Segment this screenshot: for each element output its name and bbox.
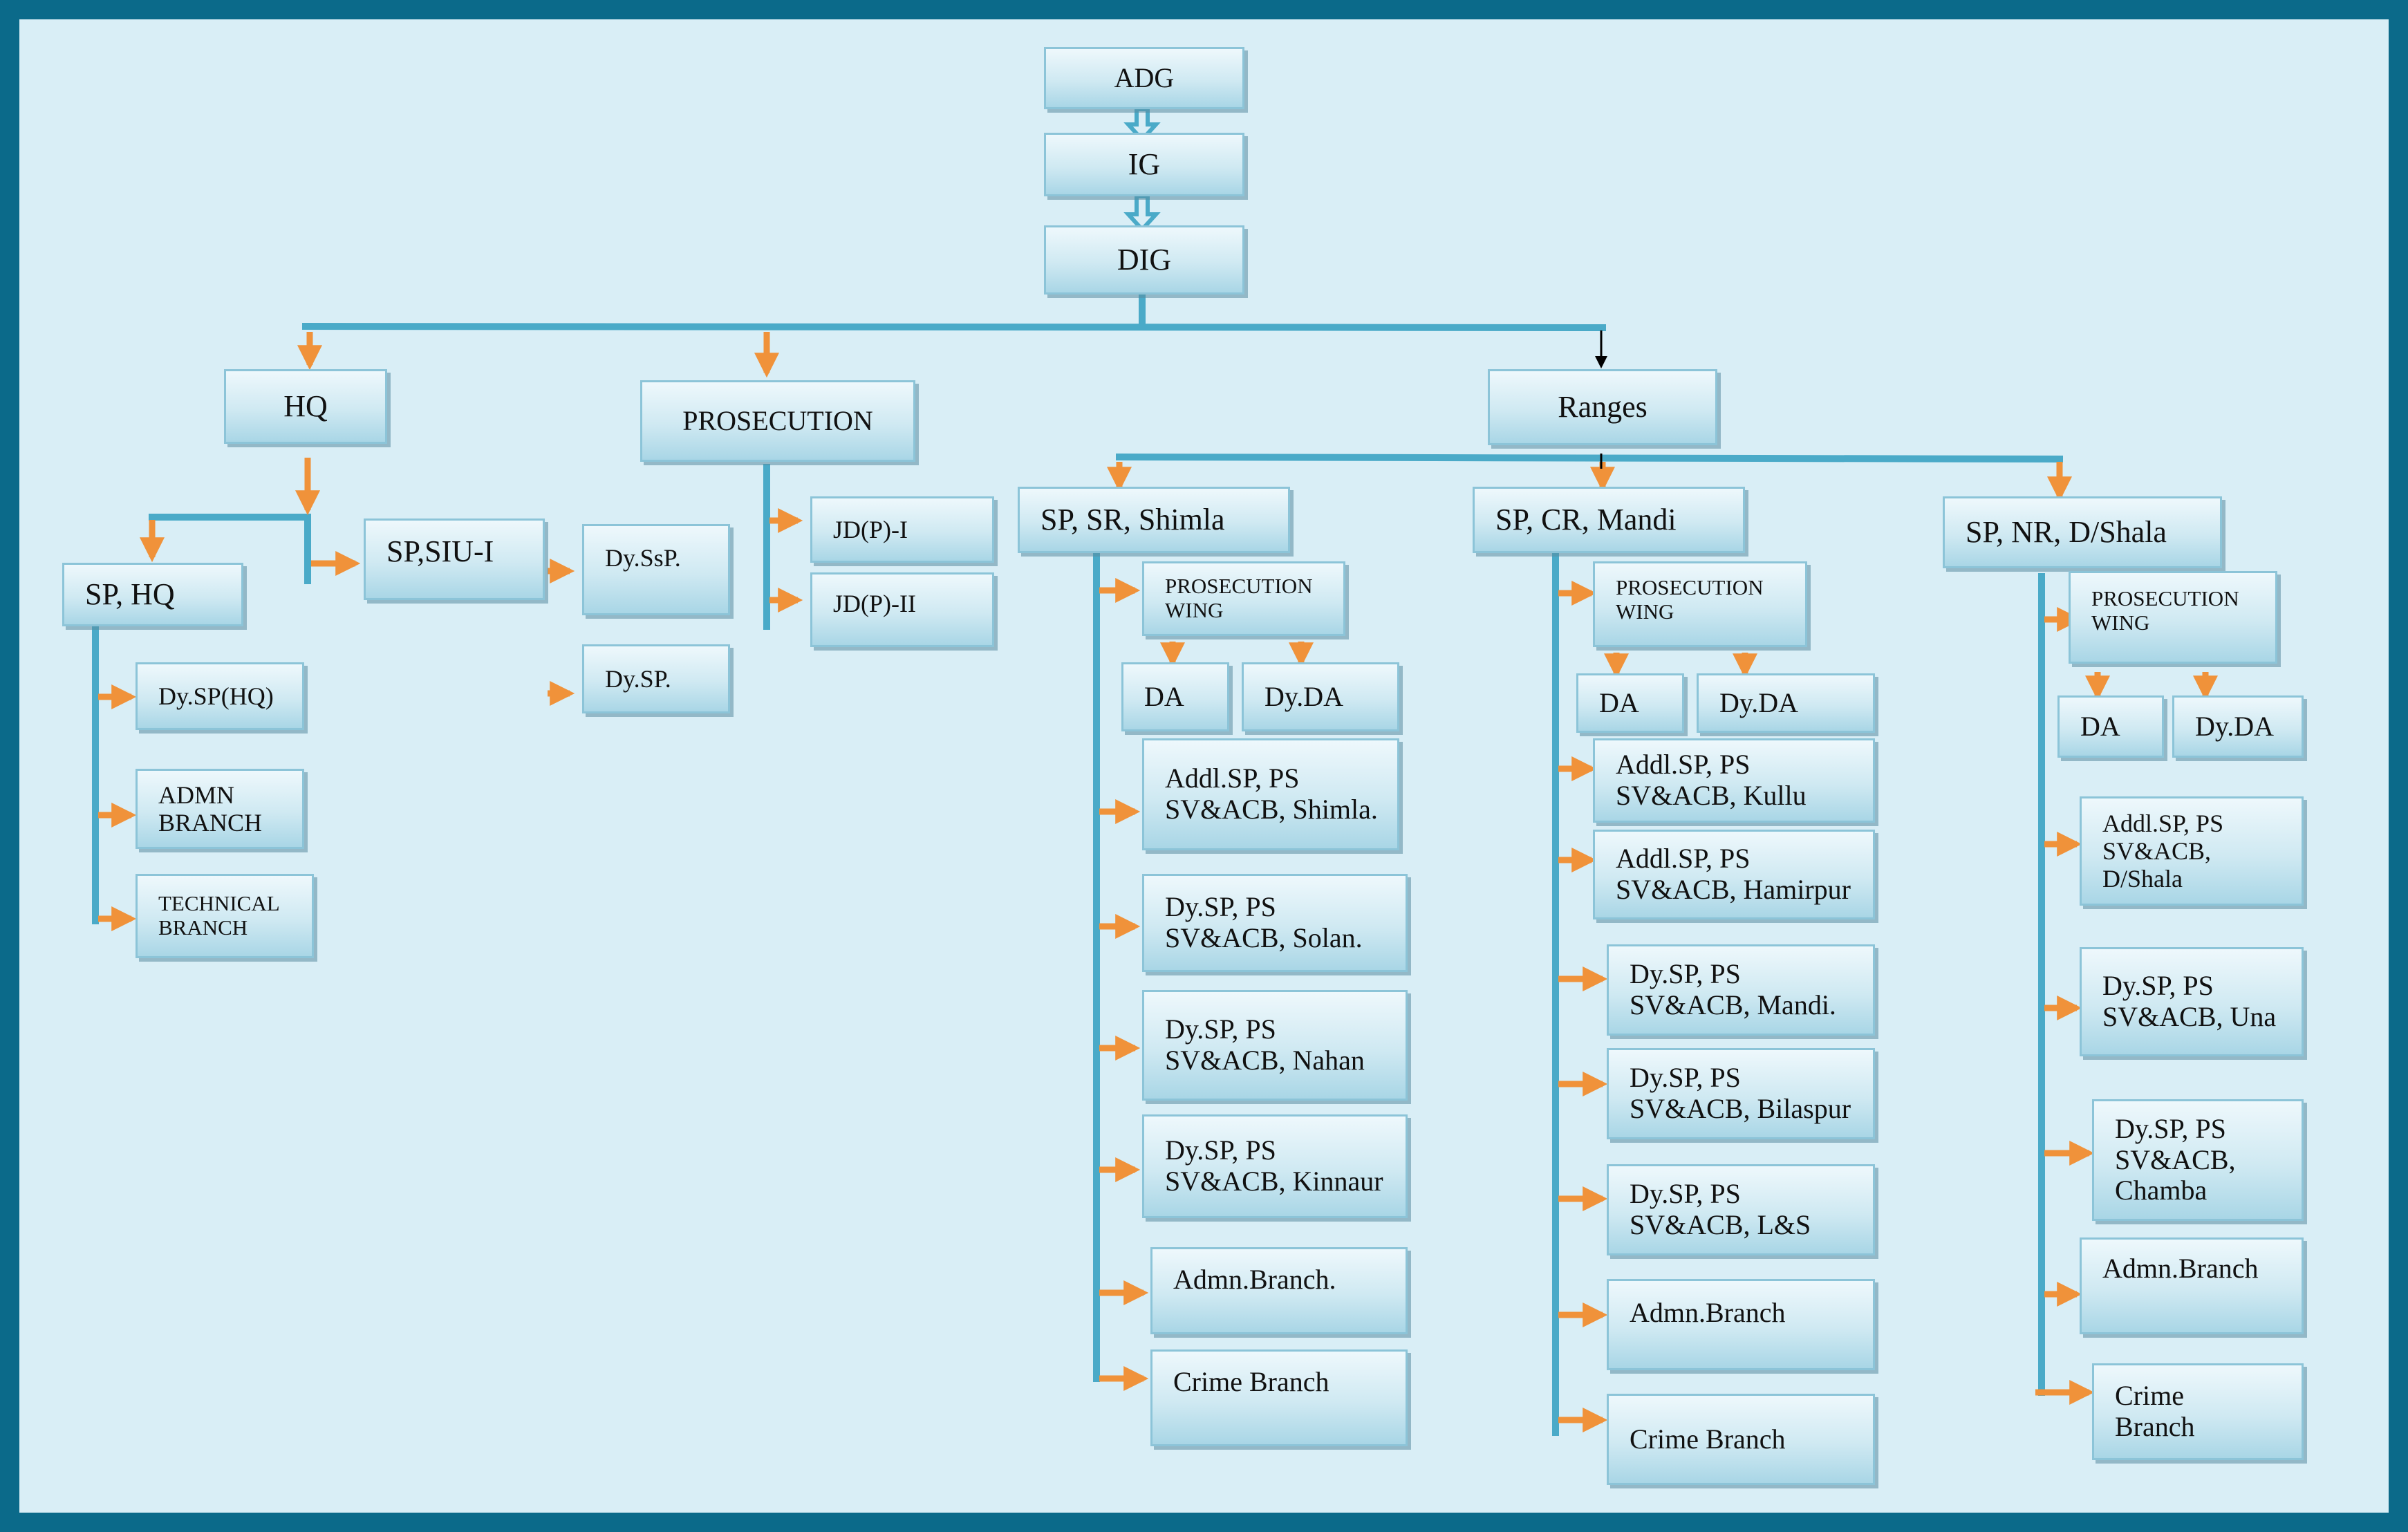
node-sr-prosecution-wing: PROSECUTION WING: [1142, 561, 1345, 636]
node-sr-solan: Dy.SP, PS SV&ACB, Solan.: [1142, 874, 1408, 972]
node-cr-prosecution-wing: PROSECUTION WING: [1593, 561, 1807, 647]
node-nr-prosecution-wing: PROSECUTION WING: [2069, 571, 2277, 664]
node-ranges: Ranges: [1488, 369, 1717, 445]
node-nr-crime-branch: Crime Branch: [2092, 1363, 2304, 1460]
node-sr-crime-branch: Crime Branch: [1150, 1349, 1408, 1446]
org-chart: ADG IG DIG HQ PROSECUTION Ranges SP, HQ …: [19, 19, 2389, 1513]
node-prosecution: PROSECUTION: [640, 380, 915, 462]
node-cr-ls: Dy.SP, PS SV&ACB, L&S: [1607, 1164, 1875, 1255]
node-dig: DIG: [1044, 225, 1244, 295]
node-nr-admn-branch: Admn.Branch: [2080, 1237, 2304, 1334]
node-cr-addl-kullu: Addl.SP, PS SV&ACB, Kullu: [1593, 738, 1875, 823]
node-admn-branch: ADMN BRANCH: [136, 769, 304, 849]
node-dy-ssp: Dy.SsP.: [582, 524, 730, 615]
node-jdp-2: JD(P)-II: [810, 572, 994, 647]
node-sr-kinnaur: Dy.SP, PS SV&ACB, Kinnaur: [1142, 1114, 1408, 1218]
node-nr-addl-dshala: Addl.SP, PS SV&ACB, D/Shala: [2080, 796, 2304, 906]
node-cr-admn-branch: Admn.Branch: [1607, 1279, 1875, 1370]
node-dysp-hq: Dy.SP(HQ): [136, 662, 304, 730]
node-sr-admn-branch: Admn.Branch.: [1150, 1247, 1408, 1334]
connector-lines: [92, 107, 2218, 1436]
node-nr-da: DA: [2057, 695, 2164, 758]
node-cr-dyda: Dy.DA: [1697, 673, 1875, 733]
node-jdp-1: JD(P)-I: [810, 496, 994, 563]
node-sp-hq: SP, HQ: [62, 563, 243, 626]
node-sp-cr-mandi: SP, CR, Mandi: [1473, 487, 1745, 553]
node-nr-chamba: Dy.SP, PS SV&ACB, Chamba: [2092, 1099, 2304, 1221]
node-cr-crime-branch: Crime Branch: [1607, 1394, 1875, 1485]
node-dy-sp: Dy.SP.: [582, 644, 730, 713]
node-sr-nahan: Dy.SP, PS SV&ACB, Nahan: [1142, 990, 1408, 1101]
node-sp-siu: SP,SIU-I: [364, 519, 545, 600]
node-cr-mandi: Dy.SP, PS SV&ACB, Mandi.: [1607, 944, 1875, 1036]
node-nr-una: Dy.SP, PS SV&ACB, Una: [2080, 947, 2304, 1056]
node-cr-da: DA: [1576, 673, 1684, 733]
node-cr-bilaspur: Dy.SP, PS SV&ACB, Bilaspur: [1607, 1048, 1875, 1139]
node-sp-sr-shimla: SP, SR, Shimla: [1018, 487, 1290, 553]
node-sr-dyda: Dy.DA: [1242, 662, 1399, 731]
node-technical-branch: TECHNICAL BRANCH: [136, 874, 314, 958]
node-cr-addl-hamirpur: Addl.SP, PS SV&ACB, Hamirpur: [1593, 830, 1875, 919]
node-hq: HQ: [224, 369, 387, 444]
node-sr-addl-shimla: Addl.SP, PS SV&ACB, Shimla.: [1142, 738, 1399, 850]
node-sr-da: DA: [1121, 662, 1229, 731]
node-adg: ADG: [1044, 47, 1244, 109]
node-nr-dyda: Dy.DA: [2172, 695, 2304, 758]
node-ig: IG: [1044, 133, 1244, 196]
node-sp-nr-dshala: SP, NR, D/Shala: [1943, 496, 2222, 568]
